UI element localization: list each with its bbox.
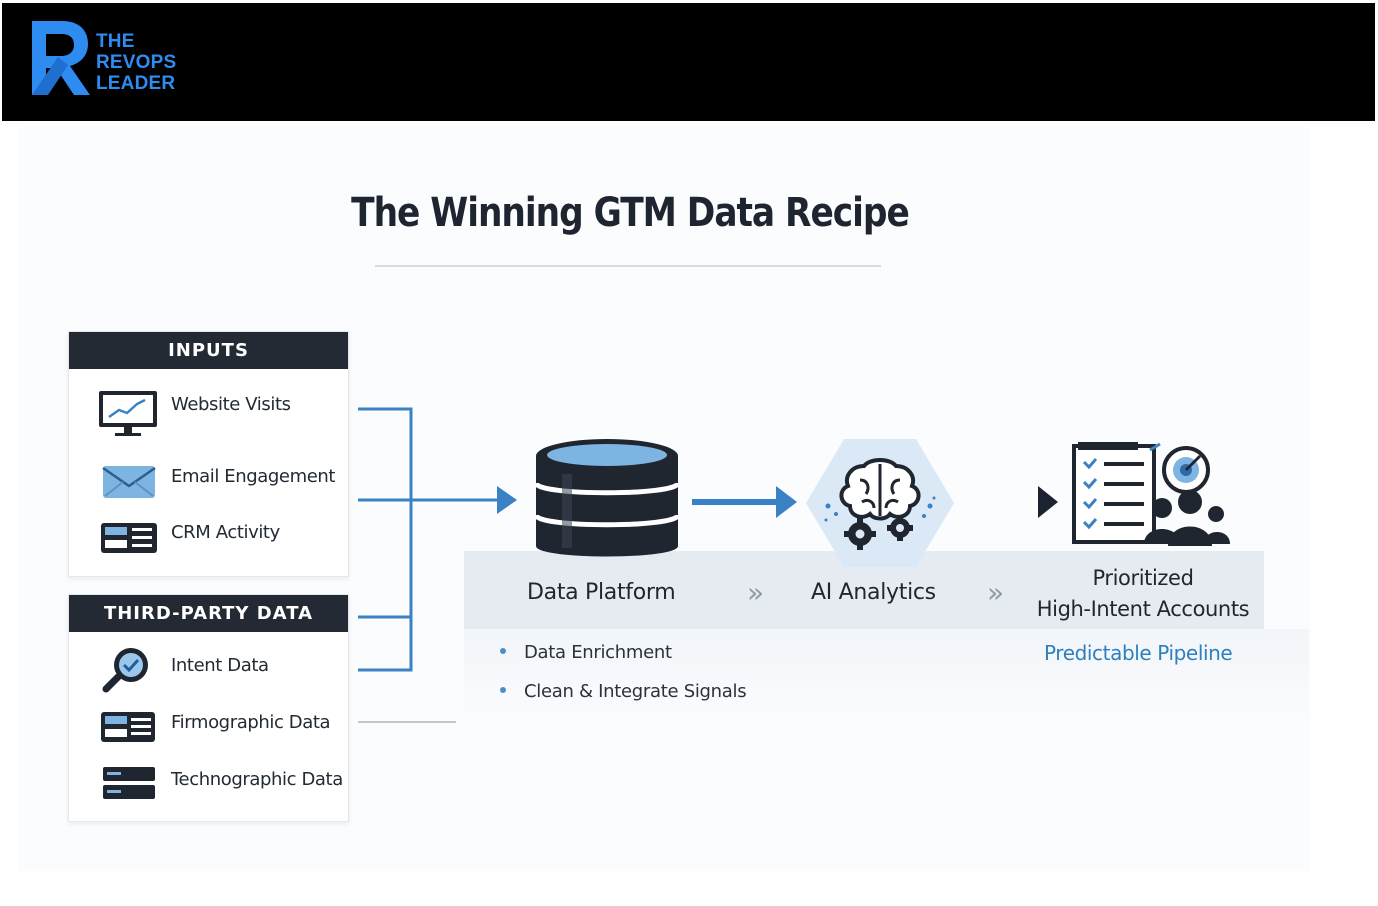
crm-card-icon — [101, 523, 157, 553]
firmographic-card-icon — [101, 712, 155, 742]
input-item-website-visits: Website Visits — [97, 388, 347, 438]
title-divider — [375, 265, 881, 267]
monitor-chart-icon — [99, 391, 157, 436]
detail-bullet-clean-integrate: Clean & Integrate Signals — [500, 681, 747, 702]
database-icon — [533, 439, 681, 557]
brand-r-logo-icon — [32, 21, 90, 95]
stage-label-ai-analytics: AI Analytics — [811, 580, 936, 605]
third-party-label-intent-data: Intent Data — [171, 655, 269, 676]
detail-text-clean-integrate: Clean & Integrate Signals — [524, 681, 747, 702]
detail-bullet-enrichment: Data Enrichment — [500, 642, 672, 663]
input-label-crm-activity: CRM Activity — [171, 522, 280, 543]
input-item-crm-activity: CRM Activity — [97, 512, 347, 562]
output-label-line-1: Prioritized — [1092, 566, 1194, 590]
input-label-website-visits: Website Visits — [171, 394, 291, 415]
envelope-icon — [102, 466, 156, 498]
output-label-line-2: High-Intent Accounts — [1036, 597, 1250, 621]
brand-line-3: LEADER — [96, 73, 176, 94]
predictable-pipeline-label: Predictable Pipeline — [1044, 641, 1233, 665]
input-label-email-engagement: Email Engagement — [171, 466, 336, 487]
stage-label-data-platform: Data Platform — [527, 580, 676, 605]
inputs-heading: INPUTS — [69, 332, 348, 369]
third-party-heading: THIRD-PARTY DATA — [69, 595, 348, 632]
third-party-item-technographic-data: Technographic Data — [97, 758, 347, 808]
third-party-label-technographic-data: Technographic Data — [171, 769, 343, 790]
third-party-item-firmographic-data: Firmographic Data — [97, 701, 347, 751]
third-party-item-intent-data: Intent Data — [97, 643, 347, 693]
header-bar: THE REVOPS LEADER — [2, 3, 1375, 121]
detail-text-enrichment: Data Enrichment — [524, 642, 672, 663]
details-band — [464, 629, 1309, 724]
bullet-dot-icon — [500, 687, 506, 693]
third-party-label-firmographic-data: Firmographic Data — [171, 712, 331, 733]
brand-line-2: REVOPS — [96, 52, 177, 73]
input-item-email-engagement: Email Engagement — [97, 456, 347, 506]
server-icon — [103, 767, 155, 799]
checklist-team-target-icon — [1072, 442, 1230, 546]
chevron-right-icon: » — [987, 576, 1005, 609]
chevron-right-icon: » — [747, 576, 765, 609]
third-party-panel: THIRD-PARTY DATA Intent Data Firmographi… — [68, 594, 349, 822]
stage-label-prioritized-accounts: Prioritized High-Intent Accounts — [1024, 563, 1262, 625]
magnifier-check-icon — [102, 648, 148, 693]
brand-wordmark: THE REVOPS LEADER — [96, 31, 176, 94]
brand-line-1: THE — [96, 31, 135, 52]
ai-brain-gears-icon — [806, 439, 954, 567]
bullet-dot-icon — [500, 648, 506, 654]
inputs-panel: INPUTS Website Visits Email Engagement C… — [68, 331, 349, 577]
page-title: The Winning GTM Data Recipe — [351, 190, 910, 236]
